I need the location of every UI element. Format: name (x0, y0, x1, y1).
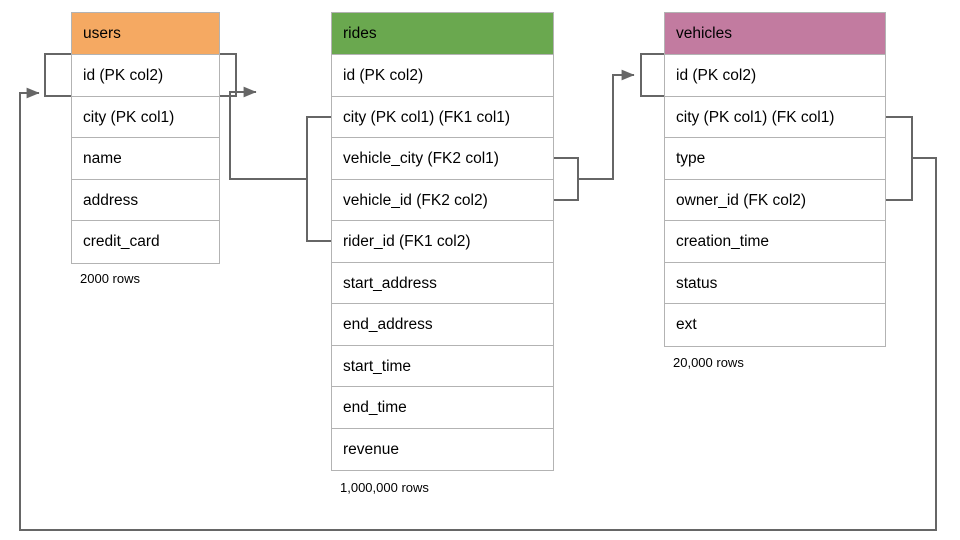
table-rides-column[interactable]: rider_id (FK1 col2) (332, 221, 553, 263)
table-rides-title: rides (332, 13, 553, 55)
table-vehicles-column[interactable]: type (665, 138, 885, 180)
edge-users-right-bracket (220, 53, 237, 97)
table-vehicles-column[interactable]: id (PK col2) (665, 55, 885, 97)
table-rides-column[interactable]: vehicle_city (FK2 col1) (332, 138, 553, 180)
edge-rides-fk2-bracket (554, 157, 579, 201)
edge-rides-to-users (229, 86, 307, 180)
table-vehicles-title: vehicles (665, 13, 885, 55)
table-vehicles-column[interactable]: creation_time (665, 221, 885, 263)
table-users-column[interactable]: credit_card (83, 233, 160, 250)
table-vehicles-row-count: 20,000 rows (673, 355, 744, 370)
table-rides-column[interactable]: end_time (332, 387, 553, 429)
table-users-column[interactable]: address (72, 180, 219, 221)
edge-rides-fk1-bracket (306, 116, 331, 242)
edge-vehicles-right-bracket (886, 116, 913, 201)
table-rides-column[interactable]: city (PK col1) (FK1 col1) (332, 97, 553, 138)
edge-users-left-bracket (44, 53, 71, 97)
table-rides-column[interactable]: start_address (332, 263, 553, 304)
table-vehicles-column[interactable]: status (665, 263, 885, 304)
table-rides-column[interactable]: end_address (332, 304, 553, 346)
table-vehicles-column[interactable]: ext (676, 316, 697, 333)
table-users-row-count: 2000 rows (80, 271, 140, 286)
table-users-column[interactable]: id (PK col2) (72, 55, 219, 97)
table-users-title: users (72, 13, 219, 55)
edge-vehicles-left-bracket (640, 53, 664, 97)
table-vehicles-column[interactable]: owner_id (FK col2) (665, 180, 885, 221)
table-rides-column[interactable]: id (PK col2) (332, 55, 553, 97)
table-users-column[interactable]: city (PK col1) (72, 97, 219, 138)
edge-rides-to-vehicles (578, 69, 635, 180)
table-users-column[interactable]: name (72, 138, 219, 180)
table-rides-column[interactable]: vehicle_id (FK2 col2) (332, 180, 553, 221)
table-vehicles-column[interactable]: city (PK col1) (FK col1) (665, 97, 885, 138)
table-rides-column[interactable]: revenue (343, 440, 400, 458)
table-rides-row-count: 1,000,000 rows (340, 480, 429, 495)
table-rides-column[interactable]: start_time (332, 346, 553, 387)
